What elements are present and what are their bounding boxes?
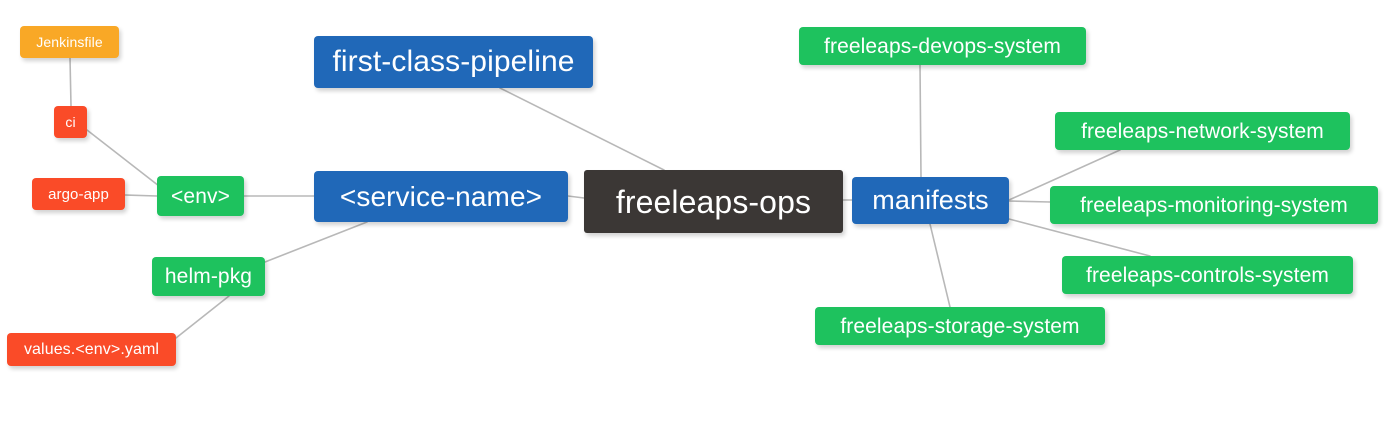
edge-values-env-yaml-to-helm-pkg [175, 295, 230, 339]
node-label: freeleaps-controls-system [1086, 263, 1329, 287]
node-label: manifests [872, 185, 989, 215]
node-label: freeleaps-network-system [1081, 119, 1324, 143]
node-label: Jenkinsfile [36, 34, 103, 50]
node-label: freeleaps-ops [615, 183, 812, 220]
node-label: freeleaps-devops-system [824, 34, 1061, 58]
node-label: argo-app [48, 185, 109, 203]
node-label: ci [65, 114, 76, 130]
node-argo-app[interactable]: argo-app [32, 178, 125, 210]
node-freeleaps-monitoring-system[interactable]: freeleaps-monitoring-system [1050, 186, 1378, 224]
edge-helm-pkg-to-service-name [264, 221, 368, 263]
node-freeleaps-storage-system[interactable]: freeleaps-storage-system [815, 307, 1105, 345]
node-jenkinsfile[interactable]: Jenkinsfile [20, 26, 119, 58]
node-freeleaps-ops[interactable]: freeleaps-ops [584, 170, 843, 233]
node-label: <env> [171, 184, 230, 208]
node-env[interactable]: <env> [157, 176, 244, 216]
edge-jenkinsfile-to-ci [69, 57, 72, 107]
edge-argo-app-to-env [124, 194, 158, 197]
edge-manifests-to-freeleaps-storage-system [929, 223, 951, 308]
node-first-class-pipeline[interactable]: first-class-pipeline [314, 36, 593, 88]
node-values-env-yaml[interactable]: values.<env>.yaml [7, 333, 176, 366]
node-label: values.<env>.yaml [23, 340, 160, 358]
edge-manifests-to-freeleaps-controls-system [1008, 218, 1151, 257]
edge-manifests-to-freeleaps-devops-system [919, 64, 922, 178]
node-freeleaps-devops-system[interactable]: freeleaps-devops-system [799, 27, 1086, 65]
node-manifests[interactable]: manifests [852, 177, 1009, 224]
node-helm-pkg[interactable]: helm-pkg [152, 257, 265, 296]
node-freeleaps-controls-system[interactable]: freeleaps-controls-system [1062, 256, 1353, 294]
edge-first-class-pipeline-to-freeleaps-ops [499, 87, 665, 171]
node-label: freeleaps-storage-system [840, 314, 1080, 338]
node-label: <service-name> [339, 180, 543, 212]
node-label: helm-pkg [164, 265, 253, 288]
edge-service-name-to-freeleaps-ops [567, 195, 585, 199]
node-service-name[interactable]: <service-name> [314, 171, 568, 222]
node-ci[interactable]: ci [54, 106, 87, 138]
node-label: first-class-pipeline [332, 45, 575, 78]
node-label: freeleaps-monitoring-system [1080, 193, 1348, 217]
edge-manifests-to-freeleaps-monitoring-system [1008, 200, 1051, 203]
node-freeleaps-network-system[interactable]: freeleaps-network-system [1055, 112, 1350, 150]
